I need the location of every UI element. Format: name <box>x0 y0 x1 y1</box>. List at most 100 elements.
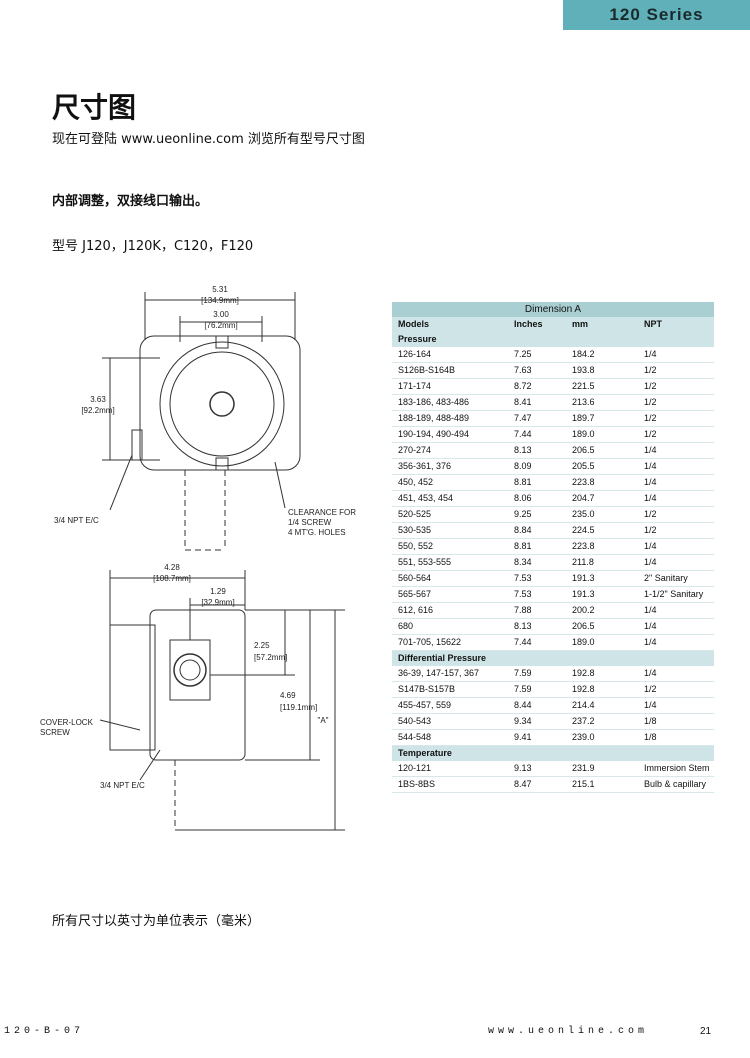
col-inches: Inches <box>511 317 569 332</box>
cell-model: 120-121 <box>392 761 511 777</box>
cell-model: 612, 616 <box>392 602 511 619</box>
footer-url: www.ueonline.com <box>488 1026 649 1037</box>
cell-inches: 9.13 <box>511 761 569 777</box>
label-clearance-1: CLEARANCE FOR <box>288 508 356 517</box>
cell-npt: 1/4 <box>641 347 714 363</box>
cell-mm: 189.0 <box>569 634 641 651</box>
cell-mm: 189.0 <box>569 426 641 443</box>
table-title: Dimension A <box>392 302 714 317</box>
cell-mm: 200.2 <box>569 602 641 619</box>
cell-model: 560-564 <box>392 570 511 587</box>
cell-npt: 1/2 <box>641 506 714 523</box>
cell-model: 680 <box>392 618 511 635</box>
cell-inches: 7.59 <box>511 666 569 682</box>
label-top-width-mm: [134.9mm] <box>201 296 239 305</box>
cell-npt: 1/4 <box>641 490 714 507</box>
cell-npt: 1/4 <box>641 554 714 571</box>
cell-mm: 191.3 <box>569 570 641 587</box>
cell-inches: 9.41 <box>511 729 569 746</box>
cell-npt: 1/2 <box>641 681 714 698</box>
cell-npt: Immersion Stem <box>641 761 714 777</box>
side-view-body <box>109 609 246 761</box>
cell-npt: 1/4 <box>641 666 714 682</box>
cell-npt: Bulb & capillary <box>641 776 714 793</box>
cell-mm: 224.5 <box>569 522 641 539</box>
label-top-height: 3.63 <box>90 395 106 404</box>
page-subtitle: 现在可登陆 www.ueonline.com 浏览所有型号尺寸图 <box>52 132 365 147</box>
cell-mm: 221.5 <box>569 378 641 395</box>
cell-model: 190-194, 490-494 <box>392 426 511 443</box>
cell-mm: 211.8 <box>569 554 641 571</box>
cell-model: 565-567 <box>392 586 511 603</box>
table-header-row: Models Inches mm NPT <box>392 317 714 332</box>
cell-npt: 1/4 <box>641 442 714 459</box>
cell-mm: 204.7 <box>569 490 641 507</box>
cell-model: 520-525 <box>392 506 511 523</box>
label-top-inner: 3.00 <box>213 310 229 319</box>
cell-inches: 7.44 <box>511 634 569 651</box>
cell-npt: 2" Sanitary <box>641 570 714 587</box>
section-label: Temperature <box>392 745 714 761</box>
cell-npt: 1/2 <box>641 378 714 395</box>
cell-mm: 192.8 <box>569 681 641 698</box>
cell-mm: 193.8 <box>569 362 641 379</box>
cell-inches: 7.25 <box>511 347 569 363</box>
footer-code: 120-B-07 <box>4 1026 85 1037</box>
table-section-row: Temperature <box>392 745 714 761</box>
label-side-width-mm: [108.7mm] <box>153 574 191 583</box>
cell-npt: 1/2 <box>641 426 714 443</box>
label-cover-lock-1: COVER-LOCK <box>40 718 94 727</box>
cell-mm: 223.8 <box>569 538 641 555</box>
cell-model: 1BS-8BS <box>392 776 511 793</box>
cell-model: 530-535 <box>392 522 511 539</box>
cell-model: 550, 552 <box>392 538 511 555</box>
label-top-inner-mm: [76.2mm] <box>204 321 237 330</box>
cell-inches: 8.34 <box>511 554 569 571</box>
cell-mm: 192.8 <box>569 666 641 682</box>
dimension-drawing: 5.31 [134.9mm] 3.00 [76.2mm] 3.63 [92.2m… <box>40 285 356 831</box>
cell-model: S126B-S164B <box>392 362 511 379</box>
cell-mm: 231.9 <box>569 761 641 777</box>
cell-model: 701-705, 15622 <box>392 634 511 651</box>
cell-mm: 206.5 <box>569 442 641 459</box>
col-npt: NPT <box>641 317 714 332</box>
cell-model: 450, 452 <box>392 474 511 491</box>
label-side-width: 4.28 <box>164 563 180 572</box>
cell-npt: 1/4 <box>641 602 714 619</box>
label-side-h1: 2.25 <box>254 641 270 650</box>
cell-npt: 1/8 <box>641 729 714 746</box>
cell-inches: 8.72 <box>511 378 569 395</box>
cell-npt: 1-1/2" Sanitary <box>641 586 714 603</box>
cell-model: S147B-S157B <box>392 681 511 698</box>
cell-model: 455-457, 559 <box>392 697 511 714</box>
cell-inches: 7.44 <box>511 426 569 443</box>
cell-npt: 1/8 <box>641 713 714 730</box>
cell-npt: 1/4 <box>641 697 714 714</box>
section-label: Pressure <box>392 332 714 347</box>
cell-inches: 7.53 <box>511 570 569 587</box>
cell-mm: 189.7 <box>569 410 641 427</box>
cell-inches: 9.34 <box>511 713 569 730</box>
label-side-h2: 4.69 <box>280 691 296 700</box>
cell-mm: 205.5 <box>569 458 641 475</box>
cell-model: 183-186, 483-486 <box>392 394 511 411</box>
cell-model: 270-274 <box>392 442 511 459</box>
cell-model: 356-361, 376 <box>392 458 511 475</box>
cell-inches: 7.53 <box>511 586 569 603</box>
label-npt-left: 3/4 NPT E/C <box>54 516 99 525</box>
cell-mm: 191.3 <box>569 586 641 603</box>
